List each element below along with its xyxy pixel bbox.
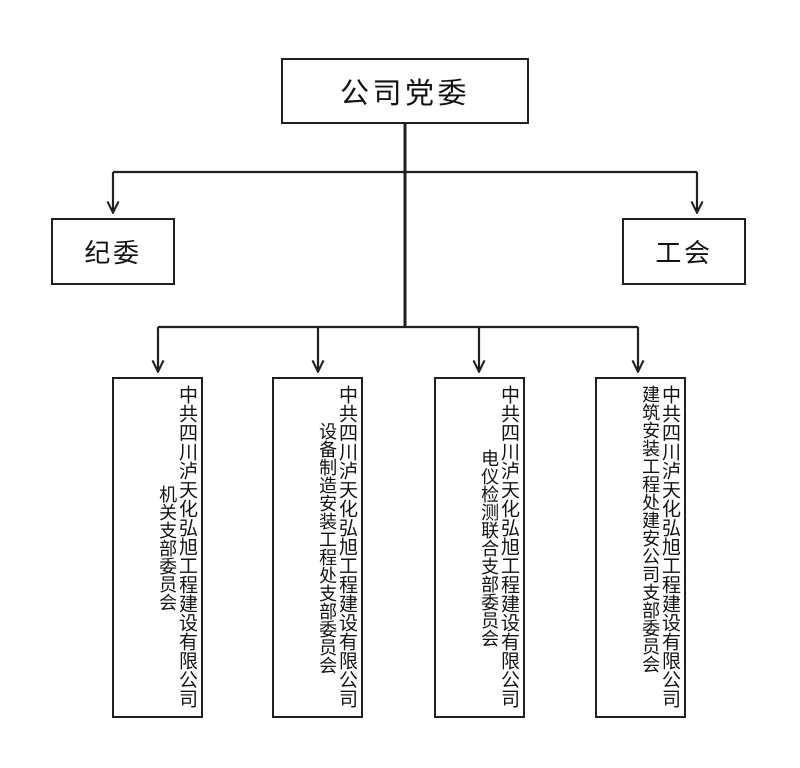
- node-discipline-commission[interactable]: 纪委: [51, 218, 175, 285]
- branch-name-3: 电仪检测联合支部委员会: [478, 448, 500, 647]
- node-branch-agency[interactable]: 中共四川泸天化弘旭工程建设有限公司 机关支部委员会: [112, 377, 203, 718]
- node-labor-union[interactable]: 工会: [622, 218, 746, 285]
- node-branch-equipment-manufacturing[interactable]: 中共四川泸天化弘旭工程建设有限公司 设备制造安装工程处支部委员会: [272, 377, 363, 718]
- branch-company-name-4: 中共四川泸天化弘旭工程建设有限公司: [659, 385, 681, 708]
- node-label-root: 公司党委: [340, 76, 470, 110]
- node-label-discipline-commission: 纪委: [84, 239, 142, 269]
- branch-company-name-1: 中共四川泸天化弘旭工程建设有限公司: [176, 385, 198, 708]
- branch-company-name-2: 中共四川泸天化弘旭工程建设有限公司: [336, 385, 358, 708]
- branch-name-1: 机关支部委员会: [156, 484, 178, 611]
- branch-company-name-3: 中共四川泸天化弘旭工程建设有限公司: [498, 385, 520, 708]
- node-label-labor-union: 工会: [655, 239, 713, 269]
- node-branch-instrument-testing[interactable]: 中共四川泸天化弘旭工程建设有限公司 电仪检测联合支部委员会: [434, 377, 525, 718]
- node-company-party-committee[interactable]: 公司党委: [281, 58, 529, 124]
- branch-name-4: 建筑安装工程处建安公司支部委员会: [639, 385, 661, 673]
- branch-name-2: 设备制造安装工程处支部委员会: [316, 421, 338, 674]
- node-branch-construction-installation[interactable]: 中共四川泸天化弘旭工程建设有限公司 建筑安装工程处建安公司支部委员会: [595, 377, 686, 718]
